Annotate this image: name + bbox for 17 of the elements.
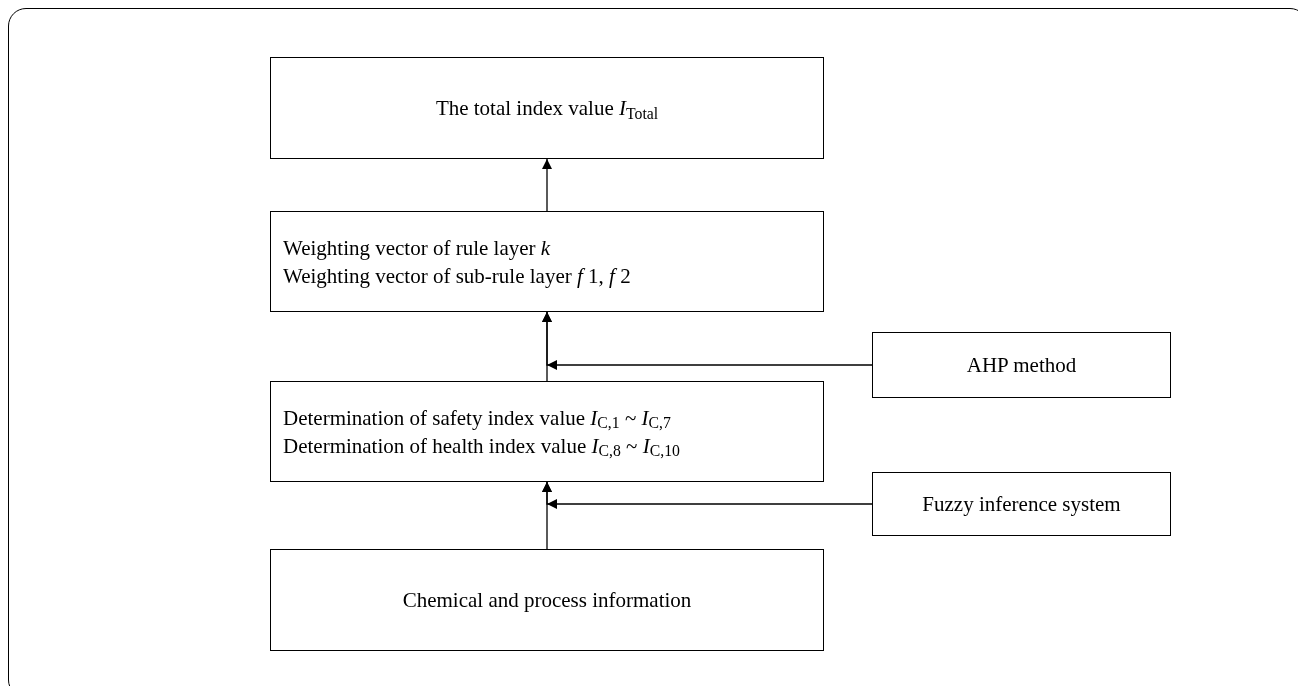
arrow	[542, 311, 873, 370]
process-box	[270, 57, 824, 159]
box-text: Weighting vector of sub-rule layer f 1, f 2	[283, 262, 631, 290]
box-text: Determination of safety index value I$_{C,1}$ ~ I$_{C,7}$	[283, 404, 671, 432]
process-box	[872, 332, 1171, 398]
process-box	[270, 381, 824, 482]
process-box	[872, 472, 1171, 536]
box-text: Determination of health index value I$_{C,8}$ ~ I$_{C,10}$	[283, 432, 680, 460]
box-text: AHP method	[966, 352, 1077, 379]
box-text: Chemical and process information	[402, 587, 692, 614]
arrow	[542, 481, 873, 509]
box-text: Fuzzy inference system	[922, 491, 1121, 518]
box-text: The total index value I$_{Total}$	[435, 95, 659, 122]
process-box	[270, 211, 824, 312]
arrow	[542, 158, 552, 212]
box-text: Weighting vector of rule layer k	[283, 234, 551, 262]
process-box	[270, 549, 824, 651]
